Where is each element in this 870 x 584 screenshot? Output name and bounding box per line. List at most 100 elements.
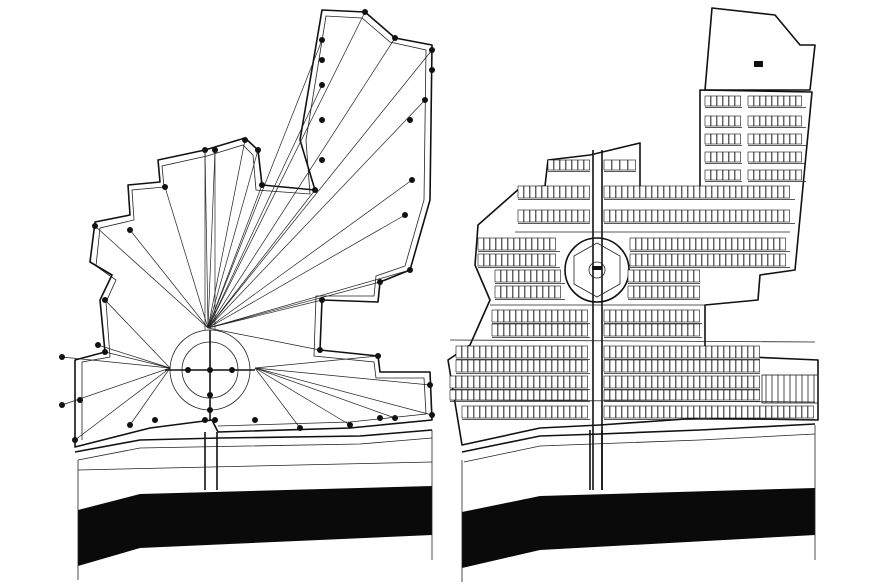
network-node xyxy=(409,177,415,183)
plot-cell xyxy=(491,405,498,419)
plot-cell xyxy=(647,253,654,267)
plot-cell xyxy=(509,309,516,323)
plot-cell xyxy=(807,405,814,419)
plot-cell xyxy=(541,185,548,199)
plot-cell xyxy=(669,209,676,223)
plot-cell xyxy=(704,133,711,145)
plot-cell xyxy=(542,285,549,299)
plot-cell xyxy=(681,345,688,359)
plot-cell xyxy=(693,405,700,419)
plot-cell xyxy=(525,237,532,251)
plot-cell xyxy=(571,185,578,199)
plot-cell xyxy=(485,375,492,389)
plot-cell xyxy=(765,95,772,107)
layout-roundabout-core xyxy=(588,261,606,279)
plot-cell xyxy=(669,389,676,401)
plot-cell xyxy=(728,115,735,127)
plot-cell xyxy=(491,389,498,401)
plot-cell xyxy=(559,159,566,171)
plot-cell xyxy=(500,285,507,299)
plot-cell xyxy=(627,345,634,359)
plot-cell xyxy=(704,115,711,127)
plot-cell xyxy=(609,375,616,389)
plot-cell xyxy=(651,359,658,373)
plot-cell xyxy=(711,185,718,199)
network-node xyxy=(392,415,398,421)
plot-cell xyxy=(705,375,712,389)
plot-cell xyxy=(509,323,516,337)
plot-cell xyxy=(539,389,546,401)
plot-cell xyxy=(633,209,640,223)
plot-cell xyxy=(494,269,501,283)
plot-cell xyxy=(515,359,522,373)
plot-cell xyxy=(549,237,556,251)
plot-cell xyxy=(663,185,670,199)
plot-cell xyxy=(741,345,748,359)
plot-cell xyxy=(621,309,628,323)
plot-cell xyxy=(545,345,552,359)
plot-cell xyxy=(765,169,772,181)
plot-cell xyxy=(675,269,682,283)
network-node xyxy=(427,382,433,388)
plot-cell xyxy=(537,253,544,267)
plot-cell xyxy=(651,345,658,359)
plot-cell xyxy=(777,151,784,163)
plot-cell xyxy=(675,405,682,419)
plot-cell xyxy=(545,309,552,323)
plot-cell xyxy=(789,95,796,107)
plot-cell xyxy=(710,115,717,127)
plot-cell xyxy=(699,389,706,401)
plot-cell xyxy=(615,323,622,337)
plot-cell xyxy=(747,95,754,107)
plot-cell xyxy=(743,253,750,267)
plot-cell xyxy=(753,95,760,107)
plot-cell xyxy=(749,237,756,251)
plot-cell xyxy=(759,115,766,127)
plot-cell xyxy=(501,237,508,251)
plot-cell xyxy=(523,209,530,223)
plot-cell xyxy=(789,115,796,127)
network-node xyxy=(255,147,261,153)
plot-cell xyxy=(701,253,708,267)
plot-cell xyxy=(687,345,694,359)
plot-cell xyxy=(467,345,474,359)
plot-cell xyxy=(503,405,510,419)
network-road-edge xyxy=(74,429,433,453)
plot-cell xyxy=(461,345,468,359)
plot-cell xyxy=(704,151,711,163)
network-node xyxy=(375,353,381,359)
plot-cell xyxy=(710,151,717,163)
plot-cell xyxy=(693,389,700,401)
network-node xyxy=(407,117,413,123)
plot-cell xyxy=(517,185,524,199)
plot-cell xyxy=(716,133,723,145)
plot-cell xyxy=(707,237,714,251)
plot-cell xyxy=(777,95,784,107)
plot-cell xyxy=(541,209,548,223)
plot-cell xyxy=(557,405,564,419)
plot-cell xyxy=(645,209,652,223)
plot-cell xyxy=(725,237,732,251)
network-node xyxy=(317,347,323,353)
plot-cell xyxy=(627,309,634,323)
plot-cell xyxy=(716,151,723,163)
plot-cell xyxy=(747,115,754,127)
plot-cell xyxy=(483,253,490,267)
plot-cell xyxy=(603,375,610,389)
network-node xyxy=(429,67,435,73)
plot-cell xyxy=(512,285,519,299)
plot-cell xyxy=(651,323,658,337)
network-node xyxy=(297,425,303,431)
plot-cell xyxy=(717,359,724,373)
plot-cell xyxy=(783,169,790,181)
network-node xyxy=(319,82,325,88)
plot-cell xyxy=(693,285,700,299)
plot-cell xyxy=(545,389,552,401)
plot-cell xyxy=(543,237,550,251)
feeder-ray xyxy=(104,351,171,369)
plot-cell xyxy=(548,269,555,283)
plot-cell xyxy=(710,95,717,107)
plot-cell xyxy=(523,185,530,199)
plot-cell xyxy=(455,375,462,389)
plot-cell xyxy=(547,159,554,171)
